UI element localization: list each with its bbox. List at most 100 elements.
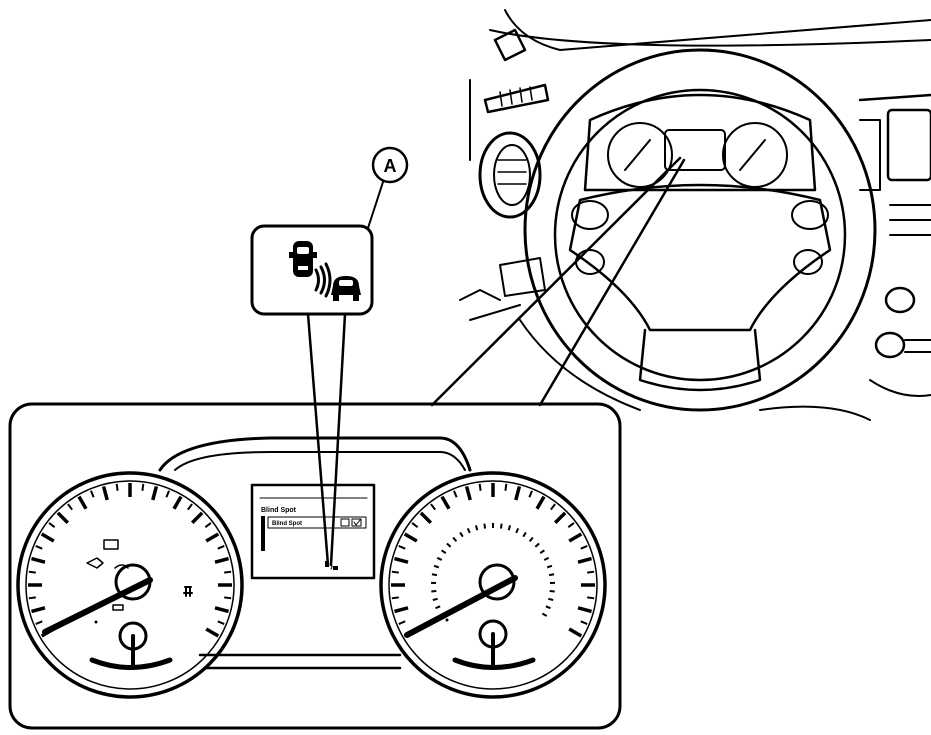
gauge-tick xyxy=(507,525,512,531)
checkbox-checked-icon xyxy=(351,518,362,527)
gauge-tick xyxy=(546,564,553,569)
gauge-tick xyxy=(165,490,170,498)
gauge-tick xyxy=(514,486,522,501)
gauge-tick xyxy=(35,545,43,550)
gauge-tick xyxy=(548,597,554,601)
gauge-tick xyxy=(499,523,503,529)
gauge-tick xyxy=(187,503,193,511)
gauge-tick xyxy=(464,486,472,501)
gauge-tick xyxy=(568,532,583,543)
traction-control-icon xyxy=(183,586,193,597)
gauge-tick xyxy=(528,490,533,498)
gauge-tick xyxy=(40,532,55,543)
blind-spot-warning-icon xyxy=(289,241,361,301)
gauge-tick xyxy=(567,522,575,528)
gauge-tick xyxy=(101,486,109,501)
cluster-detail-box: Blind Spot Blind Spot xyxy=(8,402,622,730)
display-title: Blind Spot xyxy=(261,507,297,514)
gauge-tick xyxy=(545,605,551,610)
gauge-tick xyxy=(141,483,145,491)
seatbelt-warning-icon xyxy=(112,604,124,611)
gauge-tick xyxy=(31,606,46,614)
gauge-tick xyxy=(217,620,225,625)
callout-label: A xyxy=(384,156,397,176)
gauge-tick xyxy=(31,556,46,564)
gauge-tick xyxy=(56,511,70,525)
tachometer-gauge xyxy=(16,471,244,699)
gauge-tick xyxy=(35,620,43,625)
gauge-tick xyxy=(403,532,418,543)
gauge-tick xyxy=(474,525,479,531)
gauge-tick xyxy=(577,606,592,614)
gauge-tick xyxy=(391,596,399,600)
gauge-tick xyxy=(217,545,225,550)
gauge-tick xyxy=(394,606,409,614)
gauge-tick xyxy=(431,589,437,593)
gauge-tick xyxy=(394,556,409,564)
gauge-tick xyxy=(478,483,482,491)
gauge-tick xyxy=(172,495,183,510)
gauge-tick xyxy=(534,542,540,548)
blind-spot-warning-icon xyxy=(325,561,338,570)
gauge-tick xyxy=(587,596,595,600)
gauge-tick xyxy=(539,549,545,554)
center-information-display: Blind Spot Blind Spot xyxy=(250,483,376,580)
speedometer-gauge xyxy=(379,471,607,699)
gauge-tick xyxy=(515,527,520,534)
gauge-tick xyxy=(587,570,595,574)
gauge-tick xyxy=(67,503,73,511)
gauge-tick xyxy=(224,596,232,600)
gauge-tick xyxy=(440,495,451,510)
gauge-tick xyxy=(204,522,212,528)
callout-icon-box xyxy=(250,224,374,316)
gauge-tick xyxy=(550,503,556,511)
gauge-tick xyxy=(214,606,229,614)
gauge-tick xyxy=(28,570,36,574)
gauge-tick xyxy=(391,570,399,574)
gauge-tick xyxy=(398,545,406,550)
gauge-tick xyxy=(431,573,438,577)
gauge-tick xyxy=(28,596,36,600)
display-scrollbar xyxy=(261,516,265,551)
gauge-tick xyxy=(580,545,588,550)
gauge-tick xyxy=(224,570,232,574)
dashboard-illustration xyxy=(459,9,931,421)
blind-spot-warning-icon xyxy=(340,518,350,527)
gauge-tick xyxy=(453,490,458,498)
gauge-tick xyxy=(580,620,588,625)
gauge-tick xyxy=(483,523,487,529)
gauge-tick xyxy=(446,542,452,548)
menu-item-label: Blind Spot xyxy=(272,521,302,527)
gauge-tick xyxy=(214,556,229,564)
gauge-tick xyxy=(48,522,56,528)
callout-marker: A xyxy=(367,146,409,229)
gauge-tick xyxy=(190,511,204,525)
gauge-tick xyxy=(452,536,458,542)
gauge-tick xyxy=(411,522,419,528)
engine-warning-icon xyxy=(86,557,104,569)
gauge-tick xyxy=(541,612,548,617)
gauge-tick xyxy=(151,486,159,501)
gauge-tick xyxy=(430,503,436,511)
gauge-tick xyxy=(115,483,119,491)
gauge-tick xyxy=(205,532,220,543)
gauge-tick xyxy=(577,556,592,564)
gauge-tick xyxy=(553,511,567,525)
gauge-tick xyxy=(90,490,95,498)
gauge-tick xyxy=(504,483,508,491)
oil-pressure-icon xyxy=(114,564,129,569)
gauge-tick xyxy=(459,531,464,538)
gauge-tick xyxy=(441,549,447,554)
gauge-tick xyxy=(549,589,555,593)
gauge-tick xyxy=(433,564,440,569)
gauge-tick xyxy=(205,627,220,638)
battery-warning-icon xyxy=(103,539,119,550)
gauge-tick xyxy=(77,495,88,510)
gauge-tick xyxy=(435,605,441,610)
gauge-tick xyxy=(535,495,546,510)
menu-item-row xyxy=(267,516,367,529)
gauge-tick xyxy=(436,556,443,561)
gauge-tick xyxy=(548,573,555,577)
gauge-tick xyxy=(568,627,583,638)
